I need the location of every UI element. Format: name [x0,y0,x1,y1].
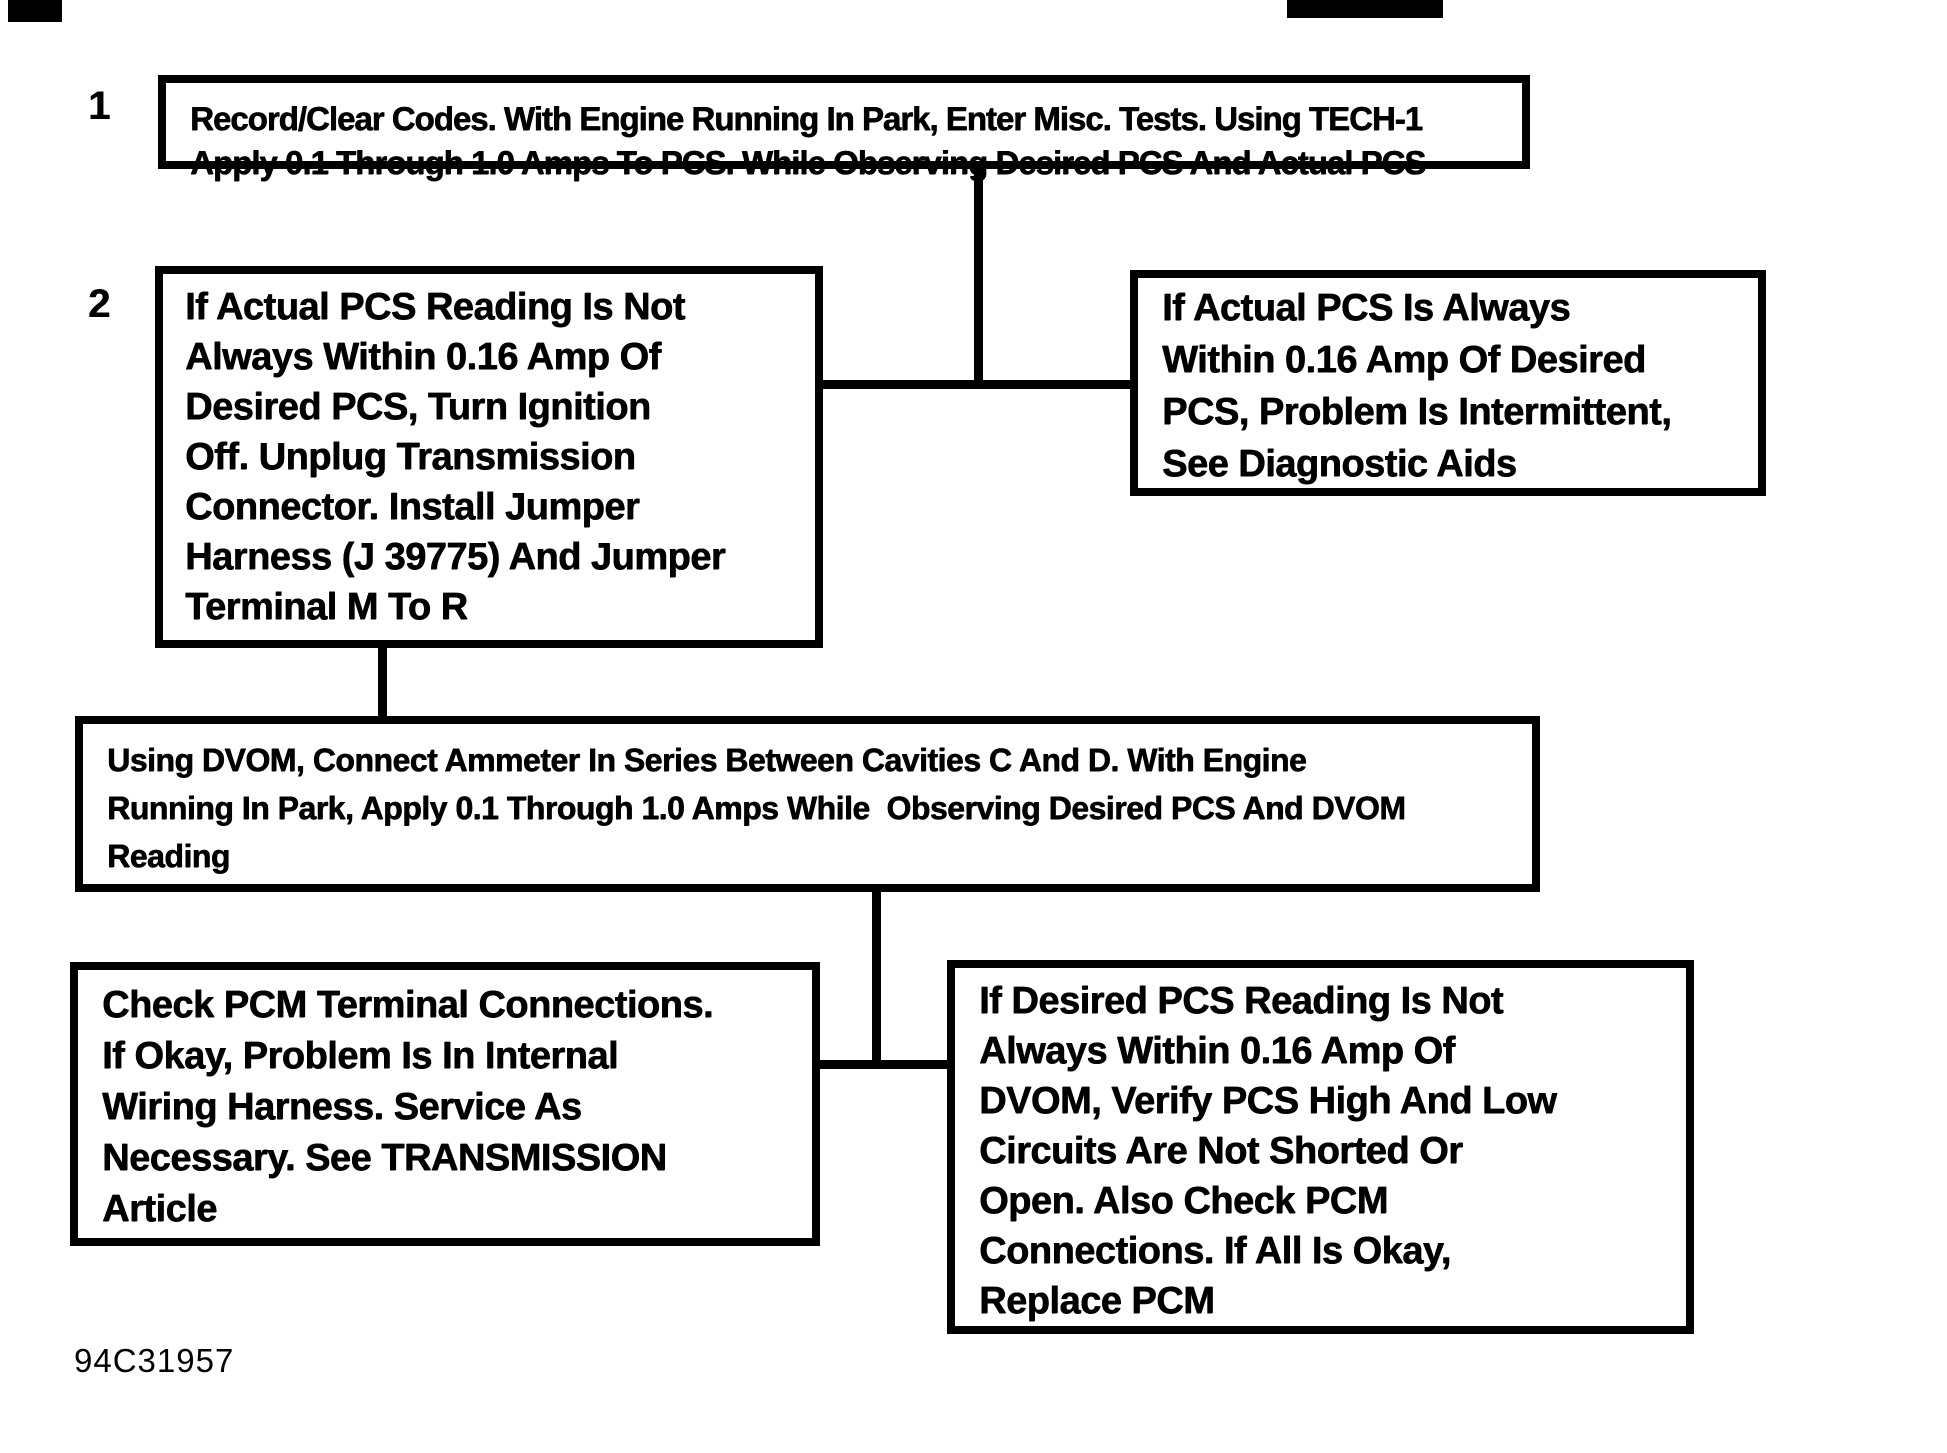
node-text-line: If Actual PCS Reading Is Not [185,286,685,328]
node-text-line: Off. Unplug Transmission [185,436,636,478]
node-text-line: PCS, Problem Is Intermittent, [1162,391,1672,433]
node-text-line: If Desired PCS Reading Is Not [979,980,1503,1022]
node-text-line: Connections. If All Is Okay, [979,1230,1451,1272]
node-text-line: See Diagnostic Aids [1162,443,1517,485]
connector-bottom-branch [817,1060,951,1069]
node-text-line: Replace PCM [979,1280,1215,1322]
node-text-line: Running In Park, Apply 0.1 Through 1.0 A… [107,790,1406,826]
flowchart-node-install-jumper-harness: If Actual PCS Reading Is Not Always With… [155,266,823,648]
node-text-line: Article [102,1188,217,1230]
node-text-line: Check PCM Terminal Connections. [102,984,713,1026]
connector-step2-to-dvom [378,644,387,720]
node-text-line: Within 0.16 Amp Of Desired [1162,339,1646,381]
node-text-line: Record/Clear Codes. With Engine Running … [190,100,1423,137]
connector-step2-branch [818,380,1136,389]
figure-id-code: 94C31957 [74,1342,235,1379]
connector-dvom-down [872,890,881,1068]
node-text-line: Necessary. See TRANSMISSION [102,1137,667,1179]
scan-artifact-top-right [1287,0,1443,18]
connector-step1-down [974,167,983,389]
node-text-line: If Actual PCS Is Always [1162,287,1571,329]
step-number-2: 2 [88,282,111,326]
flowchart-node-replace-pcm: If Desired PCS Reading Is Not Always Wit… [947,960,1694,1334]
node-text-line: If Okay, Problem Is In Internal [102,1035,618,1077]
scan-artifact-top-left [8,0,62,22]
node-text-line: Always Within 0.16 Amp Of [185,336,661,378]
flowchart-node-check-pcm-terminals: Check PCM Terminal Connections. If Okay,… [70,962,820,1246]
node-text-line: Circuits Are Not Shorted Or [979,1130,1463,1172]
node-text-line: Wiring Harness. Service As [102,1086,582,1128]
node-text-line: DVOM, Verify PCS High And Low [979,1080,1557,1122]
step-number-1: 1 [88,84,111,128]
node-text-line: Open. Also Check PCM [979,1180,1388,1222]
node-text-line: Apply 0.1 Through 1.0 Amps To PCS. While… [190,144,1426,181]
node-text-line: Desired PCS, Turn Ignition [185,386,651,428]
node-text-line: Harness (J 39775) And Jumper [185,536,726,578]
node-text-line: Using DVOM, Connect Ammeter In Series Be… [107,742,1307,778]
node-text-line: Reading [107,838,230,874]
node-text-line: Always Within 0.16 Amp Of [979,1030,1455,1072]
flowchart-node-problem-intermittent: If Actual PCS Is Always Within 0.16 Amp … [1130,270,1766,496]
node-text-line: Terminal M To R [185,586,468,628]
node-text-line: Connector. Install Jumper [185,486,640,528]
flowchart-node-record-clear-codes: Record/Clear Codes. With Engine Running … [158,75,1530,181]
flowchart-node-using-dvom: Using DVOM, Connect Ammeter In Series Be… [75,716,1540,892]
